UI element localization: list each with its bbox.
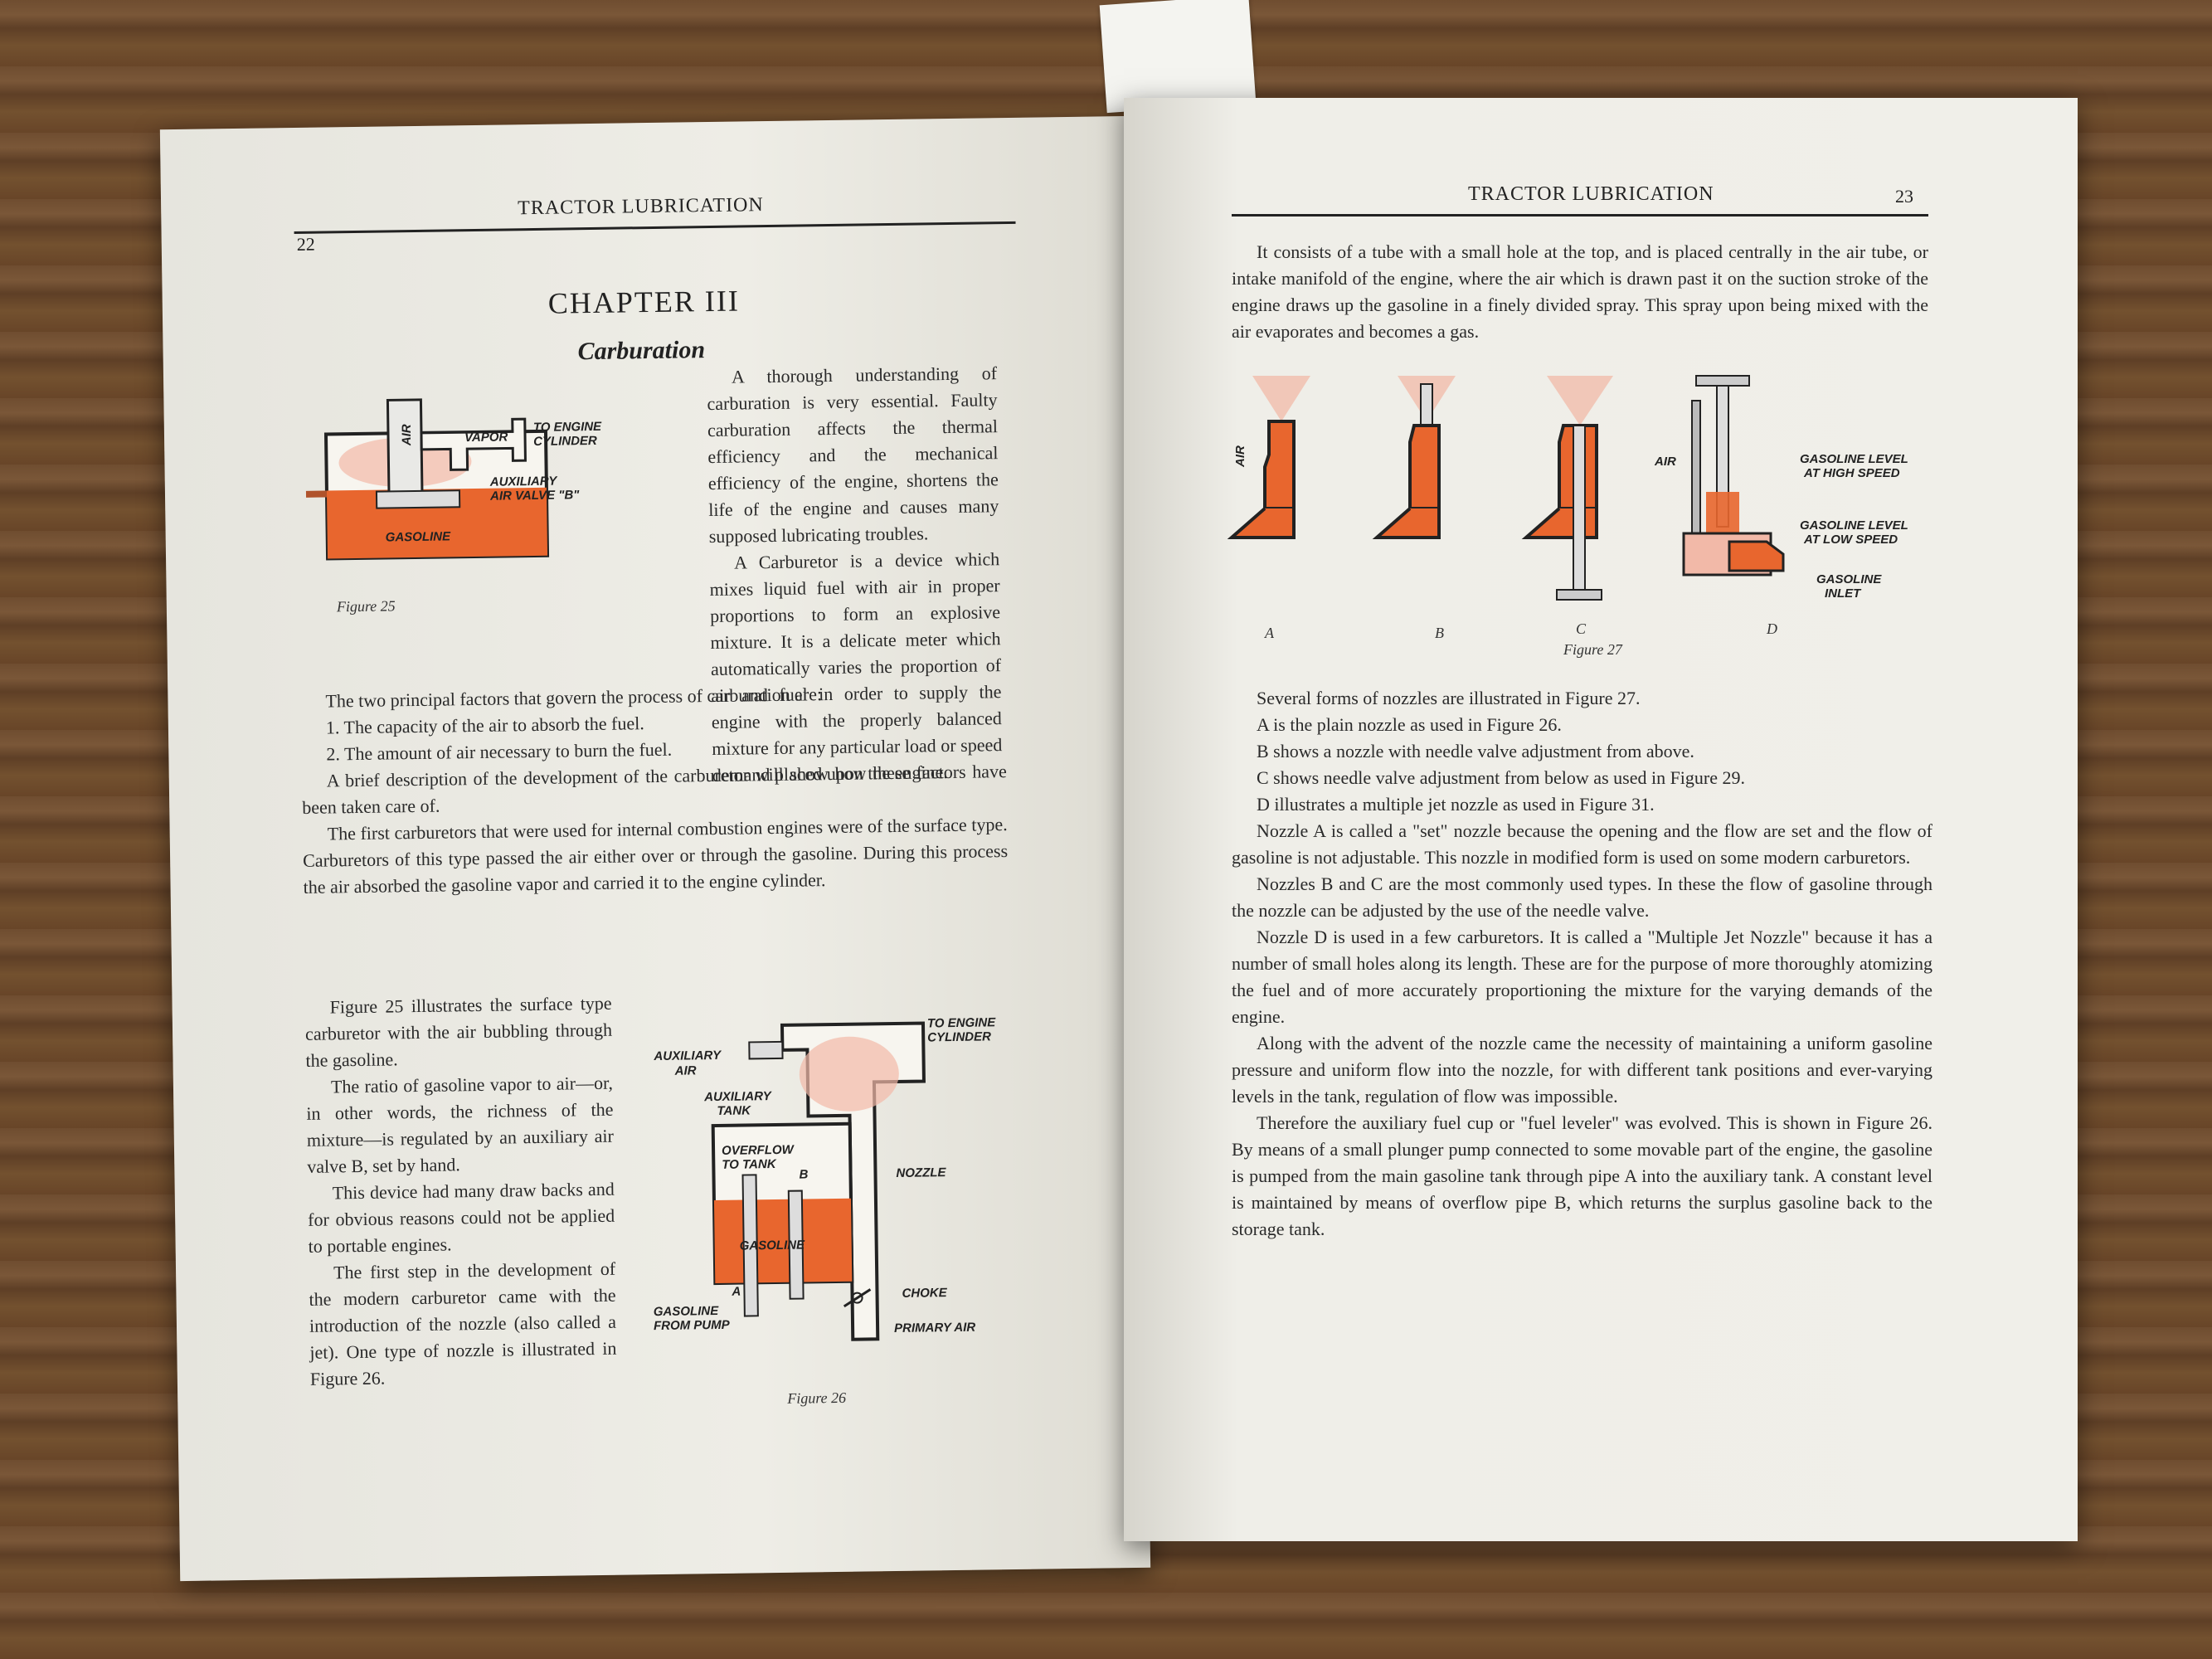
figure-27-diagram: AIR AIR GASOLINE LEVEL AT HIGH SP — [1227, 375, 1908, 601]
line-b: B shows a nozzle with needle valve adjus… — [1257, 741, 1694, 761]
page-number: 23 — [1895, 186, 1913, 207]
fig25-aux-label: AUXILIARY — [489, 474, 559, 489]
header-rule — [1232, 214, 1928, 216]
fig26-gasoline-label: GASOLINE — [740, 1238, 806, 1253]
fig26-to-engine-label: TO ENGINE — [927, 1015, 996, 1030]
fig25-air-valve-label: AIR VALVE "B" — [489, 488, 580, 504]
fig26-b-label: B — [799, 1167, 808, 1181]
fig26-from-pump-label: GASOLINE — [654, 1304, 720, 1319]
drawbacks-paragraph: This device had many draw backs and for … — [308, 1178, 615, 1257]
fig25-gasoline-label: GASOLINE — [386, 529, 452, 544]
nozzle-b-drawing — [1372, 376, 1456, 539]
fig26-overflow-label: OVERFLOW — [722, 1143, 795, 1158]
fig26-to-tank-label: TO TANK — [722, 1157, 777, 1172]
narrow-column: Figure 25 illustrates the surface type c… — [304, 990, 617, 1393]
right-page: TRACTOR LUBRICATION 23 It consists of a … — [1124, 98, 2078, 1541]
figure-26-caption: Figure 26 — [787, 1389, 847, 1407]
chapter-title: CHAPTER III — [547, 284, 741, 320]
fig26-a-label: A — [731, 1285, 741, 1299]
fig26-primary-air-label: PRIMARY AIR — [894, 1321, 975, 1335]
fig27-sub-b: B — [1435, 625, 1444, 641]
nozzle-a-drawing: AIR — [1227, 376, 1310, 539]
first-carburetors-paragraph: The first carburetors that were used for… — [302, 814, 1009, 898]
nozzle-a-paragraph: Nozzle A is called a "set" nozzle becaus… — [1232, 820, 1932, 868]
fig26-from-pump-label-2: FROM PUMP — [654, 1318, 731, 1333]
fig27-level-low-label: GASOLINE LEVEL — [1800, 518, 1908, 533]
fig27-sub-c: C — [1576, 620, 1587, 637]
fig27-inlet-label-2: INLET — [1825, 586, 1862, 601]
fuel-leveler-paragraph: Therefore the auxiliary fuel cup or "fue… — [1232, 1112, 1932, 1239]
nozzle-descriptions: Several forms of nozzles are illustrated… — [1232, 685, 1932, 1243]
left-page: 22 TRACTOR LUBRICATION CHAPTER III Carbu… — [159, 115, 1151, 1582]
development-paragraph: A brief description of the development o… — [302, 761, 1007, 818]
paper-bookmark — [1099, 0, 1257, 114]
forms-intro: Several forms of nozzles are illustrated… — [1257, 688, 1641, 708]
opening-paragraph: It consists of a tube with a small hole … — [1232, 241, 1928, 342]
fig26-aux-tank-label: AUXILIARY — [703, 1089, 773, 1104]
running-head: TRACTOR LUBRICATION — [518, 194, 764, 220]
fig25-vapor-label: VAPOR — [464, 430, 508, 445]
fig26-nozzle-label: NOZZLE — [896, 1165, 946, 1180]
figure-25-diagram: AIR VAPOR TO ENGINE CYLINDER AUXILIARY A… — [305, 398, 602, 561]
fig25-cylinder-label: CYLINDER — [533, 434, 597, 449]
nozzle-d-paragraph: Nozzle D is used in a few carburetors. I… — [1232, 927, 1932, 1027]
fig27-level-high-label: GASOLINE LEVEL — [1800, 452, 1908, 466]
nozzle-d-drawing — [1682, 375, 1785, 577]
line-a: A is the plain nozzle as used in Figure … — [1257, 714, 1562, 735]
page-number: 22 — [296, 233, 315, 255]
factors-block: The two principal factors that govern th… — [300, 679, 1008, 901]
figure25-paragraph: Figure 25 illustrates the surface type c… — [304, 992, 613, 1071]
advent-paragraph: Along with the advent of the nozzle came… — [1232, 1033, 1932, 1107]
ratio-paragraph: The ratio of gasoline vapor to air—or, i… — [306, 1072, 615, 1177]
fig26-cylinder-label: CYLINDER — [927, 1029, 991, 1044]
fig27-sub-a: A — [1265, 625, 1274, 641]
fig26-choke-label: CHOKE — [902, 1286, 947, 1301]
fig27-level-low-label-2: AT LOW SPEED — [1803, 533, 1898, 547]
fig27-air-label: AIR — [1233, 445, 1247, 468]
header-rule — [294, 221, 1016, 235]
fig27-level-high-label-2: AT HIGH SPEED — [1803, 466, 1900, 480]
nozzle-c-drawing — [1521, 376, 1613, 601]
fig25-to-engine-label: TO ENGINE — [533, 420, 602, 435]
fig26-tank-label: TANK — [717, 1103, 751, 1118]
section-title: Carburation — [577, 336, 706, 366]
fig27-sub-d: D — [1767, 620, 1777, 637]
figure-25-caption: Figure 25 — [336, 597, 396, 615]
fig26-aux-air-label: AUXILIARY — [653, 1048, 722, 1063]
nozzle-bc-paragraph: Nozzles B and C are the most commonly us… — [1232, 873, 1932, 921]
running-head: TRACTOR LUBRICATION — [1468, 183, 1714, 205]
fig27-d-air-label: AIR — [1654, 455, 1676, 469]
first-step-paragraph: The first step in the development of the… — [309, 1258, 617, 1389]
fig26-air-label: AIR — [674, 1063, 697, 1078]
figure-26-diagram: AUXILIARY AIR TO ENGINE CYLINDER AUXILIA… — [653, 1015, 996, 1341]
line-c: C shows needle valve adjustment from bel… — [1257, 767, 1746, 788]
fig27-inlet-label: GASOLINE — [1816, 572, 1882, 586]
figure-27-caption: Figure 27 — [1563, 641, 1622, 658]
fig25-air-label: AIR — [400, 424, 414, 446]
line-d: D illustrates a multiple jet nozzle as u… — [1257, 794, 1655, 815]
